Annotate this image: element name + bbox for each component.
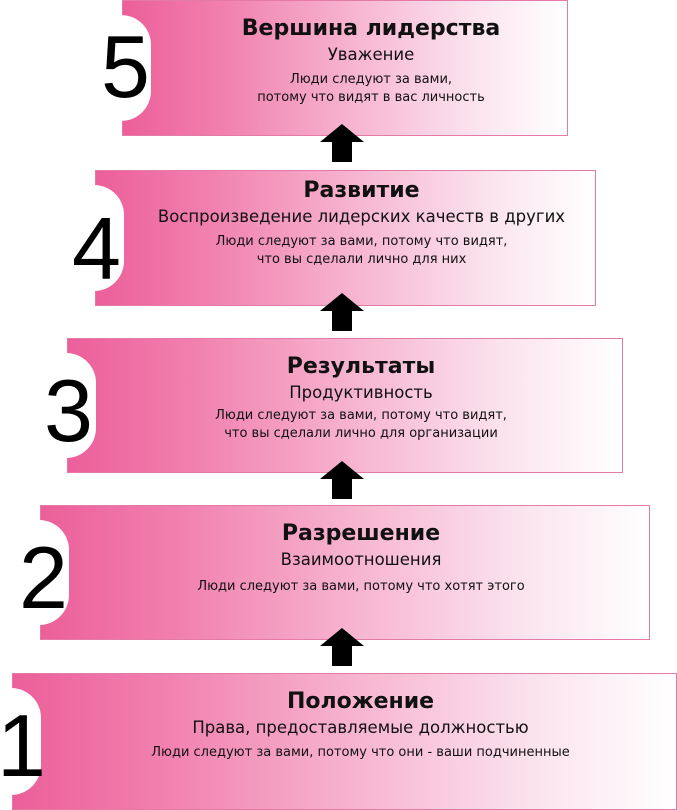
level-3-description-line: Люди следуют за вами, потому что видят, <box>215 408 507 423</box>
level-5-subtitle: Уважение <box>327 45 415 64</box>
level-5-text: Вершина лидерства Уважение Люди следуют … <box>183 15 559 107</box>
level-4-box: 4 Развитие Воспроизведение лидерских кач… <box>72 170 596 306</box>
level-1-description: Люди следуют за вами, потому что они - в… <box>53 744 668 762</box>
level-5-description-line: Люди следуют за вами, <box>289 72 453 87</box>
level-3-title: Результаты <box>286 354 436 379</box>
level-3-description-line: что вы сделали лично для организации <box>224 426 498 441</box>
level-2-text: Разрешение Взаимоотношения Люди следуют … <box>81 520 641 596</box>
up-arrow-icon <box>320 461 364 499</box>
level-2-number-tab <box>39 520 69 625</box>
level-4-title: Развитие <box>303 178 420 203</box>
level-3-description: Люди следуют за вами, потому что видят, … <box>108 407 614 443</box>
level-1-subtitle: Права, предоставляемые должностью <box>192 718 529 737</box>
level-1-number-tab <box>11 688 41 795</box>
level-1-text: Положение Права, предоставляемые должнос… <box>53 688 668 762</box>
level-1-box: 1 Положение Права, предоставляемые должн… <box>0 673 677 810</box>
up-arrow-icon <box>320 628 364 666</box>
level-3-number-tab <box>66 353 96 458</box>
level-3-subtitle: Продуктивность <box>289 383 433 402</box>
level-2-description-line: Люди следуют за вами, потому что хотят э… <box>197 579 525 594</box>
level-4-description: Люди следуют за вами, потому что видят, … <box>136 233 587 269</box>
level-3-box: 3 Результаты Продуктивность Люди следуют… <box>44 338 623 473</box>
level-2-title: Разрешение <box>281 521 441 546</box>
up-arrow-icon <box>320 293 364 331</box>
level-5-number-tab <box>121 15 151 121</box>
level-1-title: Положение <box>286 689 435 714</box>
level-2-subtitle: Взаимоотношения <box>280 550 442 569</box>
level-2-box: 2 Разрешение Взаимоотношения Люди следую… <box>19 505 650 640</box>
level-1-number: 1 <box>0 696 46 795</box>
level-4-number: 4 <box>72 199 121 298</box>
level-4-description-line: что вы сделали лично для них <box>256 252 467 267</box>
level-4-subtitle: Воспроизведение лидерских качеств в друг… <box>157 207 566 226</box>
level-3-text: Результаты Продуктивность Люди следуют з… <box>108 353 614 443</box>
level-3-number: 3 <box>44 361 93 460</box>
level-5-description: Люди следуют за вами, потому что видят в… <box>183 71 559 107</box>
level-2-number: 2 <box>19 528 68 627</box>
level-1-description-line: Люди следуют за вами, потому что они - в… <box>151 745 570 760</box>
level-5-number: 5 <box>101 17 150 116</box>
level-2-description: Люди следуют за вами, потому что хотят э… <box>81 578 641 596</box>
level-5-box: 5 Вершина лидерства Уважение Люди следую… <box>101 0 568 136</box>
level-4-text: Развитие Воспроизведение лидерских качес… <box>136 177 587 269</box>
level-5-title: Вершина лидерства <box>241 16 501 41</box>
up-arrow-icon <box>320 124 364 162</box>
level-4-description-line: Люди следуют за вами, потому что видят, <box>215 234 508 249</box>
level-4-number-tab <box>94 185 124 291</box>
level-5-description-line: потому что видят в вас личность <box>257 90 485 105</box>
